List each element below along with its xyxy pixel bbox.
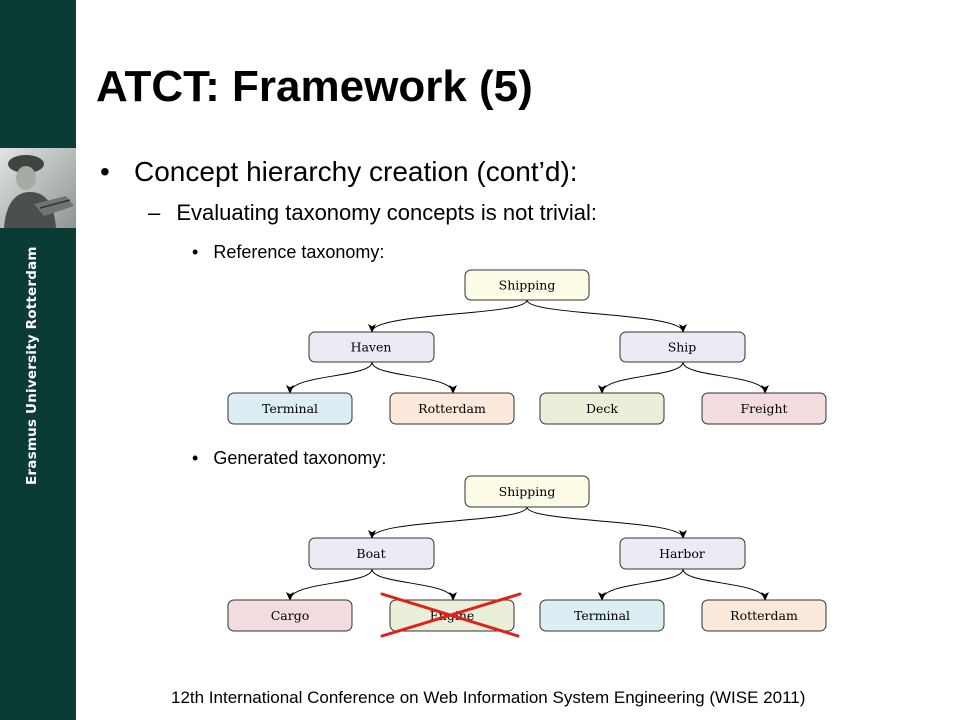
slide-title: ATCT: Framework (5): [96, 62, 533, 111]
slide-footer: 12th International Conference on Web Inf…: [171, 688, 806, 707]
svg-text:Boat: Boat: [356, 546, 385, 561]
svg-text:Rotterdam: Rotterdam: [730, 608, 798, 623]
tree-node-root: Shipping: [464, 475, 590, 508]
erasmus-portrait-image: [0, 148, 76, 228]
svg-text:Rotterdam: Rotterdam: [418, 401, 486, 416]
bullet-dot-icon: •: [100, 156, 110, 187]
tree-node-leaf: Deck: [539, 392, 665, 425]
svg-text:Harbor: Harbor: [659, 546, 705, 561]
tree-node-leaf: Rotterdam: [389, 392, 515, 425]
bullet-reference-taxonomy: • Reference taxonomy:: [192, 242, 385, 262]
svg-text:Freight: Freight: [740, 401, 787, 416]
svg-text:Shipping: Shipping: [499, 278, 556, 293]
svg-text:Deck: Deck: [586, 401, 618, 416]
dash-icon: –: [148, 200, 161, 225]
reference-taxonomy-tree: Shipping Haven Ship Terminal Rotterdam D…: [227, 269, 827, 425]
tree-node-right: Ship: [619, 331, 746, 363]
bullet-generated-taxonomy: • Generated taxonomy:: [192, 448, 387, 468]
tree-node-root: Shipping: [464, 269, 590, 301]
svg-text:Haven: Haven: [351, 340, 392, 355]
tree-node-leaf: Cargo: [227, 599, 353, 632]
tree-node-leaf: Terminal: [539, 599, 665, 632]
svg-text:Terminal: Terminal: [262, 401, 318, 416]
tree-node-leaf: Rotterdam: [701, 599, 827, 632]
bullet-dot-icon: •: [192, 242, 199, 262]
svg-text:Shipping: Shipping: [499, 484, 556, 499]
cross-out-mark-icon: [380, 592, 522, 638]
university-name-vertical: Erasmus University Rotterdam: [24, 246, 40, 485]
bullet-dot-icon: •: [192, 448, 199, 468]
svg-text:Ship: Ship: [668, 340, 697, 355]
tree-node-left: Haven: [308, 331, 435, 363]
tree-node-right: Harbor: [619, 537, 746, 570]
bullet-level-2: – Evaluating taxonomy concepts is not tr…: [148, 200, 598, 225]
tree-node-leaf: Terminal: [227, 392, 353, 425]
svg-text:Cargo: Cargo: [271, 608, 310, 623]
generated-taxonomy-tree: Shipping Boat Harbor Cargo Engine Termin…: [227, 475, 827, 638]
tree-node-leaf: Freight: [701, 392, 827, 425]
svg-text:Terminal: Terminal: [574, 608, 630, 623]
tree-node-left: Boat: [308, 537, 435, 570]
sidebar: Erasmus University Rotterdam: [0, 0, 76, 720]
